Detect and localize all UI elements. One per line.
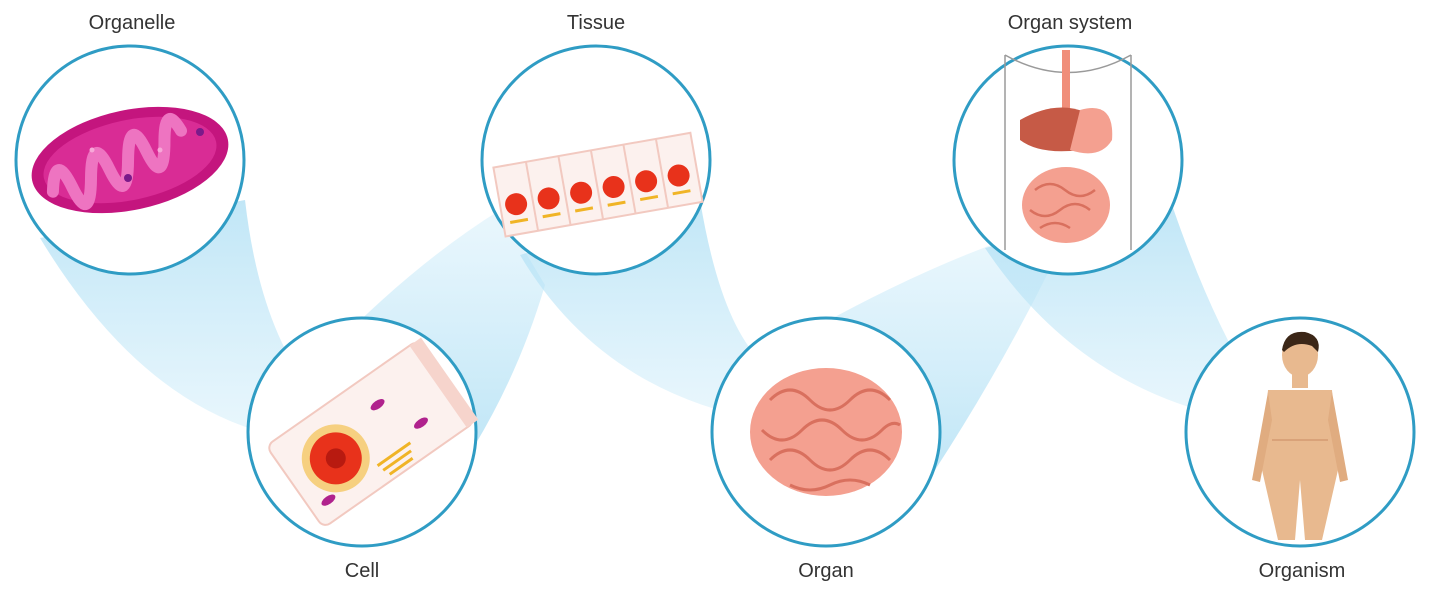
small-intestine-icon: [750, 368, 902, 496]
human-body-icon: [1252, 331, 1348, 540]
beam-cell-tissue: [340, 210, 545, 445]
epithelial-tissue-icon: [492, 131, 704, 238]
organ-system-circle: [952, 44, 1184, 276]
label-cell: Cell: [344, 560, 380, 582]
label-organ: Organ: [798, 560, 854, 582]
label-tissue: Tissue: [566, 12, 626, 34]
label-organism: Organism: [1258, 560, 1346, 582]
mitochondrion-icon: [31, 106, 229, 214]
label-organ-system: Organ system: [1007, 12, 1133, 34]
beam-organ-system: [820, 238, 1052, 470]
label-organelle: Organelle: [88, 12, 176, 34]
digestive-system-icon: [1004, 50, 1132, 250]
cell-icon: [268, 337, 479, 526]
